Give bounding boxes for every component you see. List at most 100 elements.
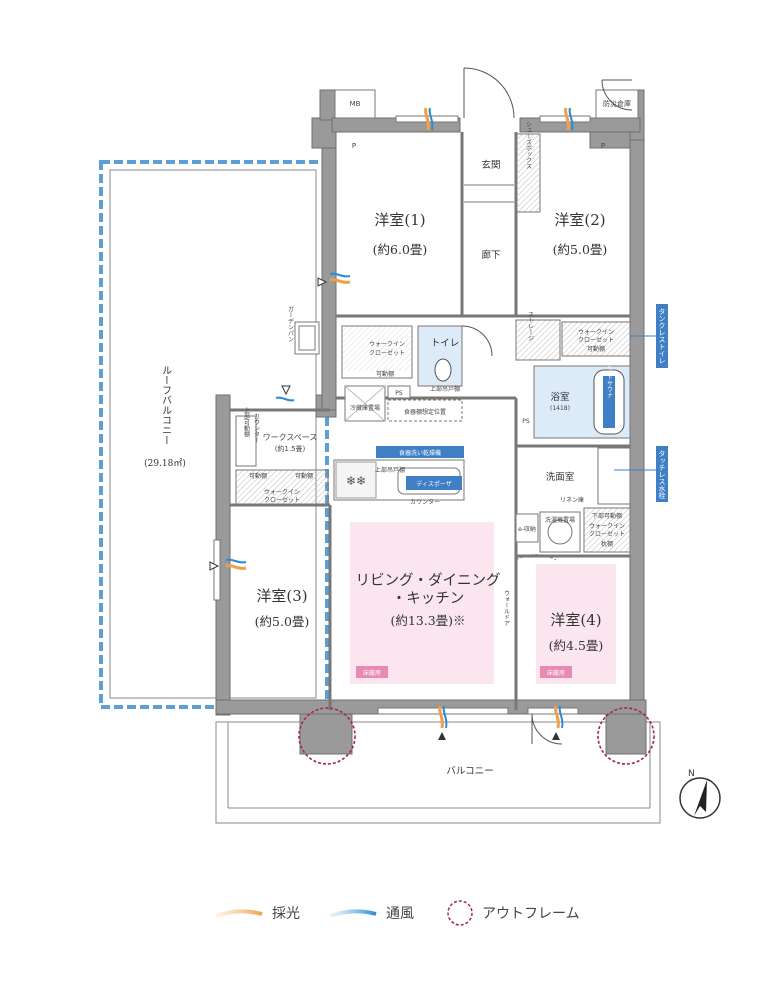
western-room-4: 洋室(4) (約4.5畳) 床暖房 [536, 564, 616, 684]
ldk-area: (約13.3畳)※ [390, 613, 465, 628]
outframe-circle-right [597, 707, 655, 765]
outframe-circle-left [298, 707, 356, 765]
garden-pan-label: ガーデンパン [287, 305, 294, 342]
wic1-label-1: ウォークイン [369, 340, 405, 348]
western-room-1-area: (約6.0畳) [373, 242, 428, 257]
western-room-4-name: 洋室(4) [550, 611, 601, 629]
e-storage-label: e-収納 [518, 525, 536, 533]
roof-balcony-label: ルーフバルコニー [160, 365, 172, 445]
wic2-shelf: 可動棚 [587, 345, 605, 353]
ldk-name-1: リビング・ダイニング [356, 572, 501, 589]
washer-label: 洗濯機置場 [545, 516, 575, 524]
western-room-3: 洋室(3) (約5.0畳) [255, 587, 310, 629]
light-arrow-icon [215, 909, 263, 918]
entrance-door [463, 67, 633, 119]
kitchen-counter: ❄❄ ディスポーザ 上部吊戸棚 カウンター 食器洗い乾燥機 [333, 446, 465, 506]
upper-cabinet-label: 上部吊戸棚 [430, 385, 460, 393]
wic2-label-2: クローゼット [578, 336, 614, 344]
garden-pan: ガーデンパン [287, 305, 320, 355]
wic3-label-2: クローゼット [589, 530, 625, 538]
balcony-door [531, 713, 563, 745]
walk-in-closet-2: ウォークイン クローゼット 可動棚 ストレージ [515, 311, 631, 361]
north-label: N [688, 769, 695, 779]
mb-box: MB [334, 89, 376, 119]
storage-box: 防災倉庫 [595, 89, 639, 119]
storage-shelf-label: ストレージ [527, 311, 534, 341]
wic3-lower-shelf: 下部可動棚 [592, 512, 622, 520]
western-room-2-area: (約5.0畳) [553, 242, 608, 257]
roof-balcony-area: (29.18㎡) [144, 458, 186, 469]
workspace-area: (約1.5畳) [275, 444, 306, 453]
light-wind-arrows [209, 107, 574, 740]
p-mark: P [352, 142, 356, 150]
dishwasher-label: 食器洗い乾燥機 [399, 449, 441, 457]
north-compass: N [679, 769, 721, 819]
wic1-label-2: クローゼット [369, 349, 405, 357]
outframe-circles [298, 707, 655, 765]
toilet-label: トイレ [431, 338, 460, 349]
dish-shelf-label: 食器棚想定位置 [404, 408, 446, 416]
ps-label-1: PS [395, 390, 403, 397]
linen-label: リネン庫 [560, 496, 584, 504]
toilet: トイレ 上部吊戸棚 [417, 325, 493, 393]
roof-balcony: ルーフバルコニー (29.18㎡) [99, 160, 329, 709]
tankless-toilet-label: タンクレストイレ [658, 308, 666, 364]
wic4-label-1: ウォークイン [264, 488, 300, 496]
wic2-label-1: ウォークイン [578, 328, 614, 336]
shoes-box: シューズボックス [515, 121, 541, 213]
p-mark: P [601, 142, 605, 150]
walk-in-closet-1: ウォークイン クローゼット 可動棚 [341, 325, 413, 379]
north-arrow-icon [694, 780, 707, 816]
wic4-shelf-2: 可動棚 [295, 472, 313, 480]
legend-light: 採光 [214, 898, 300, 928]
counter-label: カウンター [410, 498, 440, 506]
legend-outframe: アウトフレーム [446, 898, 580, 928]
balcony-label: バルコニー [446, 766, 493, 777]
western-room-4-area: (約4.5畳) [549, 638, 604, 653]
wic4-shelf-1: 可動棚 [249, 472, 267, 480]
wic4-label-2: クローゼット [264, 496, 300, 504]
western-room-3-area: (約5.0畳) [255, 614, 310, 629]
western-room-2-name: 洋室(2) [554, 211, 605, 229]
legend-wind-label: 通風 [386, 906, 414, 922]
ldk: リビング・ダイニング ・キッチン (約13.3畳)※ 床暖房 [350, 522, 501, 684]
wind-arrow-icon [329, 909, 377, 918]
workspace-upper-shelf: 上部可動棚 [243, 406, 250, 438]
work-space: ワークスペース (約1.5畳) カウンター 上部可動棚 [235, 406, 317, 467]
storage-label: 防災倉庫 [603, 99, 631, 108]
legend-outframe-label: アウトフレーム [482, 906, 580, 922]
legend: 採光 通風 アウトフレーム [0, 898, 767, 928]
hallway-label: 廊下 [481, 249, 500, 261]
balcony: バルコニー [215, 721, 661, 824]
bathroom: 浴室 (1418) ミストサウナ [533, 362, 631, 439]
ldk-floor-heating: 床暖房 [363, 669, 381, 677]
entrance: 玄関 廊下 [464, 159, 514, 261]
washroom: 洗面室 リネン庫 洗濯機置場 e-収納 ウォークイン クローゼット 下部可動棚 … [515, 447, 631, 553]
western-room-1: 洋室(1) (約6.0畳) P [352, 142, 427, 257]
wic3-label-1: ウォークイン [589, 522, 625, 530]
bath-label: 浴室 [550, 391, 569, 403]
tankless-toilet-tag: タンクレストイレ [630, 304, 668, 368]
wic1-shelf: 可動棚 [376, 370, 394, 378]
touchless-faucet-tag: タッチレス水栓 [614, 446, 668, 502]
entrance-label: 玄関 [481, 159, 500, 171]
washroom-label: 洗面室 [546, 471, 575, 483]
legend-light-label: 採光 [272, 906, 300, 922]
wall-door-label: ウォールドア [503, 590, 510, 626]
western-room-2: 洋室(2) (約5.0畳) P [553, 142, 608, 257]
western-room-3-name: 洋室(3) [256, 587, 307, 605]
bath-size: (1418) [550, 405, 570, 412]
wall-door: ウォールドア [503, 554, 557, 626]
outframe-circle-icon [447, 900, 473, 926]
interior-walls [230, 132, 630, 710]
mist-sauna-label: ミストサウナ [606, 362, 613, 398]
western-room-1-name: 洋室(1) [374, 211, 425, 229]
stove-icon: ❄❄ [346, 474, 366, 488]
shoes-box-label: シューズボックス [525, 121, 532, 169]
workspace-counter: カウンター [253, 413, 260, 443]
ps-blocks: PS PS [387, 385, 530, 425]
touchless-faucet-label: タッチレス水栓 [658, 450, 666, 500]
room4-floor-heating: 床暖房 [547, 669, 565, 677]
ps-label-2: PS [522, 418, 530, 425]
